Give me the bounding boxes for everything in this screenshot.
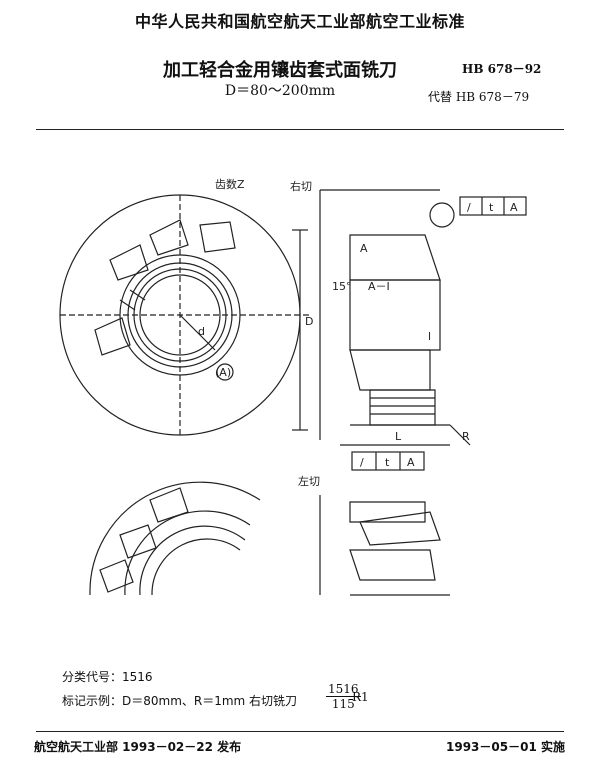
dimension-l-label: l (428, 330, 431, 343)
teeth-count-label: 齿数Z (215, 178, 245, 191)
marking-numerator: 1516 (326, 682, 361, 697)
marking-example: 标记示例：D＝80mm、R＝1mm 右切铣刀 (62, 694, 298, 708)
angle-label: 15° (332, 280, 352, 293)
effective-date: 1993－05－01 实施 (446, 740, 565, 754)
frame-top-cell-3: A (510, 201, 518, 214)
frame-bottom-cell-1: / (360, 456, 364, 469)
frame-bottom-cell-3: A (407, 456, 415, 469)
right-hand-label: 右切 (290, 179, 312, 193)
standard-header: 中华人民共和国航空航天工业部航空工业标准 (134, 12, 465, 31)
section-A-label: A (360, 242, 368, 255)
marking-denominator: 115 (331, 697, 355, 711)
document-title: 加工轻合金用镶齿套式面铣刀 (163, 60, 397, 81)
radius-R-label: R (462, 430, 470, 443)
dimension-D-label: D (305, 315, 313, 328)
technical-drawing: 齿数Z 右切 左切 15° D d (A) A A－Ⅰ L l R / t A … (59, 178, 527, 596)
classification-code: 分类代号：1516 (62, 670, 153, 684)
view-A-label: (A) (215, 366, 231, 379)
footer-rule (36, 731, 564, 732)
frame-top-cell-1: / (467, 201, 471, 214)
issued-date: 航空航天工业部 1993－02－22 发布 (34, 740, 242, 754)
header-rule (36, 129, 564, 130)
dimension-d-label: d (198, 325, 205, 338)
document-subtitle: D＝80～200mm (224, 83, 336, 99)
section-A-I-label: A－Ⅰ (368, 280, 390, 293)
frame-bottom-cell-2: t (385, 456, 390, 469)
marking-fraction: 1516 115 (326, 682, 361, 711)
dimension-L-label: L (395, 430, 402, 443)
frame-top-cell-2: t (489, 201, 494, 214)
left-hand-label: 左切 (298, 475, 320, 488)
standard-code: HB 678－92 (462, 62, 542, 76)
replaces-code: 代替 HB 678－79 (428, 90, 530, 104)
marking-suffix: R1 (352, 690, 369, 704)
